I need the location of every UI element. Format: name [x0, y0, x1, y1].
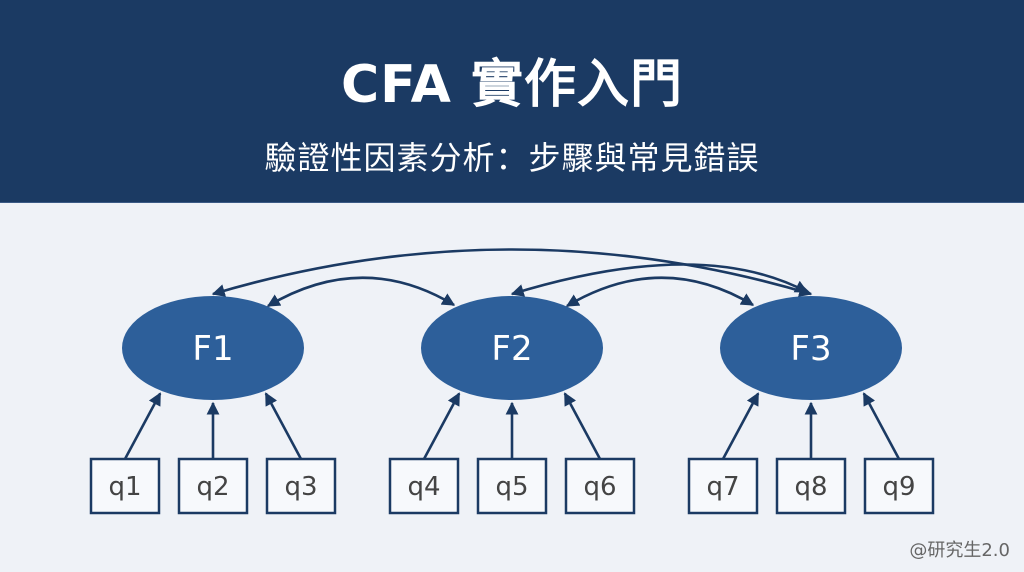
- covariance-arrows: [211, 248, 813, 308]
- item-box: [265, 457, 337, 515]
- item-q3: q3: [265, 457, 337, 515]
- loading-arrow: [422, 392, 461, 460]
- loading-arrow: [563, 392, 602, 460]
- loading-arrow: [123, 392, 162, 460]
- item-q5: q5: [476, 457, 548, 515]
- page-subtitle: 驗證性因素分析：步驟與常見錯誤: [264, 139, 760, 177]
- item-box: [89, 457, 161, 515]
- factor-f2: F2: [421, 296, 603, 400]
- item-label: q1: [108, 472, 141, 502]
- factor-ellipse: [421, 296, 603, 400]
- item-box: [476, 457, 548, 515]
- item-box: [177, 457, 249, 515]
- factor-ellipse: [720, 296, 902, 400]
- factor-ellipse: [122, 296, 304, 400]
- header-banner: CFA 實作入門 驗證性因素分析：步驟與常見錯誤: [0, 0, 1024, 203]
- item-label: q5: [495, 472, 528, 502]
- loading-arrows: [123, 392, 901, 460]
- item-q9: q9: [863, 457, 935, 515]
- factor-label: F1: [192, 329, 233, 369]
- item-label: q2: [196, 472, 229, 502]
- factors: F1 F2 F3: [122, 296, 902, 400]
- watermark: @研究生2.0: [909, 540, 1010, 561]
- item-label: q3: [284, 472, 317, 502]
- item-label: q9: [882, 472, 915, 502]
- item-box: [564, 457, 636, 515]
- loading-arrow: [721, 392, 760, 460]
- item-q4: q4: [388, 457, 460, 515]
- item-label: q4: [407, 472, 440, 502]
- item-q7: q7: [687, 457, 759, 515]
- covariance-arrow-f1-f2: [266, 276, 456, 308]
- page-title: CFA 實作入門: [340, 55, 684, 115]
- item-box: [687, 457, 759, 515]
- item-box: [775, 457, 847, 515]
- item-q6: q6: [564, 457, 636, 515]
- item-q2: q2: [177, 457, 249, 515]
- loading-arrow: [264, 392, 303, 460]
- covariance-arrow-f1-f3: [211, 248, 813, 297]
- item-label: q8: [794, 472, 827, 502]
- covariance-arrow-f2-f3: [565, 276, 755, 308]
- item-label: q6: [583, 472, 616, 502]
- item-box: [388, 457, 460, 515]
- factor-f3: F3: [720, 296, 902, 400]
- loading-arrow: [862, 392, 901, 460]
- observed-items: q1 q2 q3 q4 q5 q6 q7 q8 q9: [89, 457, 935, 515]
- factor-label: F3: [790, 329, 831, 369]
- factor-f1: F1: [122, 296, 304, 400]
- covariance-arrow-f2-f3: [510, 263, 809, 297]
- item-q1: q1: [89, 457, 161, 515]
- item-label: q7: [706, 472, 739, 502]
- item-box: [863, 457, 935, 515]
- item-q8: q8: [775, 457, 847, 515]
- factor-label: F2: [491, 329, 532, 369]
